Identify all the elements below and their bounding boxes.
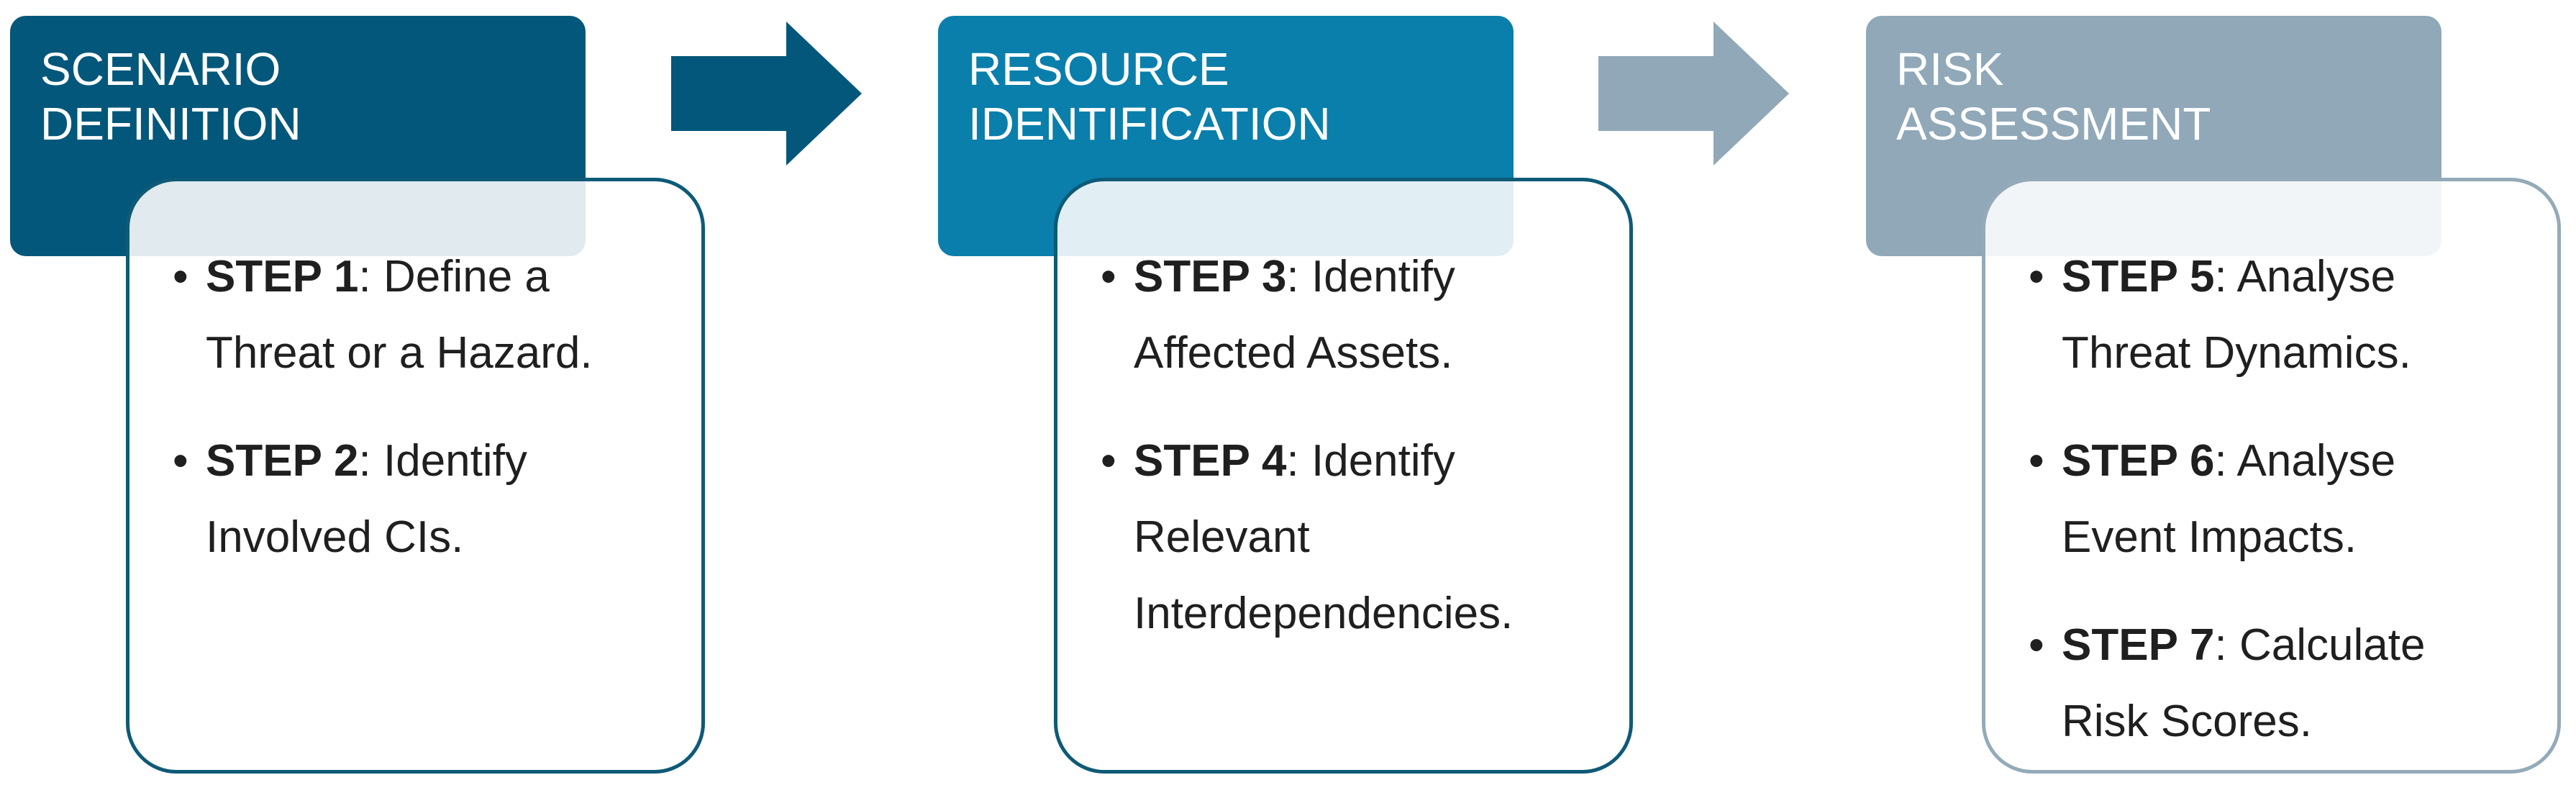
step-text: : Analyse: [2214, 252, 2396, 301]
step-item: • STEP 1: Define a Threat or a Hazard.: [173, 239, 673, 391]
step-list: • STEP 1: Define a Threat or a Hazard. •…: [173, 239, 673, 576]
phase-title-line: IDENTIFICATION: [968, 98, 1331, 150]
step-text: Risk Scores.: [2062, 697, 2312, 746]
step-item: • STEP 3: Identify Affected Assets.: [1101, 239, 1601, 391]
step-list: • STEP 5: Analyse Threat Dynamics. • STE…: [2029, 239, 2529, 760]
bullet-icon: •: [2029, 436, 2044, 486]
bullet-icon: •: [173, 252, 188, 301]
step-label: STEP 4: [1134, 436, 1287, 486]
right-arrow-icon: [1598, 22, 1789, 166]
step-list: • STEP 3: Identify Affected Assets. • ST…: [1101, 239, 1601, 652]
phase-risk-assessment: RISK ASSESSMENT • STEP 5: Analyse Threat…: [1856, 0, 2575, 798]
step-item: • STEP 6: Analyse Event Impacts.: [2029, 423, 2529, 576]
step-text: Affected Assets.: [1134, 328, 1453, 378]
phase-title-line: SCENARIO: [40, 43, 281, 95]
step-item: • STEP 4: Identify Relevant Interdepende…: [1101, 423, 1601, 652]
step-card: • STEP 1: Define a Threat or a Hazard. •…: [126, 178, 705, 774]
step-text: : Identify: [1286, 436, 1455, 486]
step-text: Involved CIs.: [206, 512, 464, 562]
step-text: Relevant: [1134, 512, 1310, 562]
step-text: : Identify: [1286, 252, 1455, 301]
step-text: : Identify: [358, 436, 527, 486]
step-item: • STEP 5: Analyse Threat Dynamics.: [2029, 239, 2529, 391]
arrow-shape: [1598, 22, 1789, 166]
step-label: STEP 3: [1134, 252, 1287, 301]
step-card: • STEP 5: Analyse Threat Dynamics. • STE…: [1982, 178, 2561, 774]
step-label: STEP 7: [2062, 620, 2215, 670]
step-text: Threat or a Hazard.: [206, 328, 593, 378]
step-item: • STEP 2: Identify Involved CIs.: [173, 423, 673, 576]
step-text: : Calculate: [2214, 620, 2426, 670]
step-label: STEP 2: [206, 436, 359, 486]
bullet-icon: •: [2029, 620, 2044, 670]
right-arrow-icon-svg: [1598, 22, 1789, 166]
step-text: Interdependencies.: [1134, 589, 1514, 638]
arrow-shape: [671, 22, 862, 166]
step-item: • STEP 7: Calculate Risk Scores.: [2029, 607, 2529, 760]
phase-title-line: DEFINITION: [40, 98, 301, 150]
phase-header: RISK ASSESSMENT: [1866, 16, 2441, 256]
phase-resource-identification: RESOURCE IDENTIFICATION • STEP 3: Identi…: [928, 0, 1647, 798]
bullet-icon: •: [1101, 252, 1116, 301]
step-text: : Define a: [358, 252, 550, 301]
bullet-icon: •: [2029, 252, 2044, 301]
right-arrow-icon-svg: [671, 22, 862, 166]
step-text: Event Impacts.: [2062, 512, 2357, 562]
bullet-icon: •: [173, 436, 188, 486]
right-arrow-icon: [671, 22, 862, 166]
phase-title-line: ASSESSMENT: [1896, 98, 2211, 150]
step-label: STEP 5: [2062, 252, 2215, 301]
step-label: STEP 1: [206, 252, 359, 301]
phase-title-line: RISK: [1896, 43, 2004, 95]
phase-title-line: RESOURCE: [968, 43, 1229, 95]
step-label: STEP 6: [2062, 436, 2215, 486]
step-text: : Analyse: [2214, 436, 2396, 486]
step-card: • STEP 3: Identify Affected Assets. • ST…: [1054, 178, 1633, 774]
step-text: Threat Dynamics.: [2062, 328, 2411, 378]
bullet-icon: •: [1101, 436, 1116, 486]
phase-scenario-definition: SCENARIO DEFINITION • STEP 1: Define a T…: [0, 0, 719, 798]
